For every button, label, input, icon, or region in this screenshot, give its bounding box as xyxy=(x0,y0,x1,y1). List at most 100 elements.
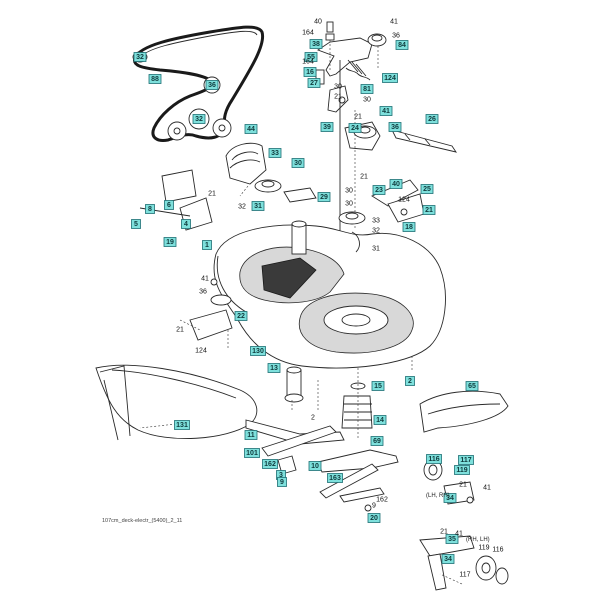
callout-33: 33 xyxy=(372,218,380,225)
callout-box xyxy=(382,73,398,83)
callout-19: 19 xyxy=(163,237,177,247)
callout-box xyxy=(234,311,248,321)
callout-36: 36 xyxy=(199,289,207,296)
callout-10: 10 xyxy=(308,461,322,471)
callout-124: 124 xyxy=(398,197,410,204)
callout-box xyxy=(422,205,436,215)
callout-36: 36 xyxy=(205,80,219,90)
callout-box xyxy=(164,200,174,210)
cutting-deck xyxy=(213,220,446,369)
callout-21: 21 xyxy=(459,482,467,489)
callout-131: 131 xyxy=(174,420,190,430)
callout-label: 32 xyxy=(136,54,144,61)
callout-117: 117 xyxy=(459,572,470,579)
callout-41: 41 xyxy=(201,276,209,283)
callout-box xyxy=(131,219,141,229)
callout-21: 21 xyxy=(208,191,216,198)
callout-30: 30 xyxy=(334,84,342,91)
callout-box xyxy=(291,158,305,168)
callout-box xyxy=(192,114,206,124)
callout-116: 116 xyxy=(426,454,442,464)
callout-88: 88 xyxy=(148,74,162,84)
callout-label: 41 xyxy=(382,108,390,115)
callout-box xyxy=(174,420,190,430)
callout-box xyxy=(202,240,212,250)
callout-163: 163 xyxy=(327,473,343,483)
callout-label: 13 xyxy=(270,365,278,372)
callout-41: 41 xyxy=(455,531,463,538)
callout-label: 21 xyxy=(425,207,433,214)
callout-2: 2 xyxy=(405,376,415,386)
callout-label: 36 xyxy=(391,124,399,131)
callout-box xyxy=(360,84,374,94)
left-bracket xyxy=(139,169,213,231)
spindle-assembly xyxy=(284,366,373,440)
callout-label: 162 xyxy=(264,461,276,468)
callout-69: 69 xyxy=(370,436,384,446)
callout-26: 26 xyxy=(425,114,439,124)
callout-4: 4 xyxy=(181,219,191,229)
callout-15: 15 xyxy=(371,381,385,391)
callout-label: 23 xyxy=(375,187,383,194)
callout-22: 22 xyxy=(234,311,248,321)
callout-label: 27 xyxy=(310,80,318,87)
callout-label: 18 xyxy=(405,224,413,231)
callout-label: 34 xyxy=(444,556,452,563)
callout-box xyxy=(277,477,287,487)
callout-box xyxy=(250,346,266,356)
callout-21: 21 xyxy=(360,174,368,181)
callout-label: 130 xyxy=(252,348,264,355)
callout-41: 41 xyxy=(483,485,491,492)
callout-box xyxy=(244,448,260,458)
callout-41: 41 xyxy=(390,19,398,26)
callout-label: 24 xyxy=(351,125,359,132)
callout-box xyxy=(317,192,331,202)
note-lh-rh: (LH, RH) xyxy=(426,493,450,499)
left-blade xyxy=(245,419,345,457)
callout-21: 21 xyxy=(176,327,184,334)
callout-label: 124 xyxy=(384,75,396,82)
callout-box xyxy=(307,78,321,88)
callout-box xyxy=(371,381,385,391)
callout-box xyxy=(163,237,177,247)
callout-label: 81 xyxy=(363,86,371,93)
callout-5: 5 xyxy=(131,219,141,229)
callout-38: 38 xyxy=(309,39,323,49)
note-rh-lh: (RH, LH) xyxy=(466,537,490,543)
callout-130: 130 xyxy=(250,346,266,356)
callout-162: 162 xyxy=(262,459,278,469)
callout-6: 6 xyxy=(164,200,174,210)
callout-box xyxy=(372,185,386,195)
callout-box xyxy=(303,67,317,77)
callout-27: 27 xyxy=(307,78,321,88)
callout-39: 39 xyxy=(320,122,334,132)
callout-box xyxy=(309,39,323,49)
callout-label: 131 xyxy=(176,422,188,429)
callout-44: 44 xyxy=(244,124,258,134)
callout-box xyxy=(388,122,402,132)
callout-box xyxy=(373,415,387,425)
callout-label: 29 xyxy=(320,194,328,201)
callout-label: 34 xyxy=(446,495,454,502)
callout-box xyxy=(308,461,322,471)
callout-label: 119 xyxy=(456,467,467,474)
callout-box xyxy=(465,381,479,391)
callout-84: 84 xyxy=(395,40,409,50)
callout-18: 18 xyxy=(402,222,416,232)
blade-hardware xyxy=(277,455,385,512)
callout-101: 101 xyxy=(244,448,260,458)
callout-23: 23 xyxy=(372,185,386,195)
callout-29: 29 xyxy=(317,192,331,202)
callout-30: 30 xyxy=(363,97,371,104)
callout-164: 164 xyxy=(302,30,314,37)
callout-34: 34 xyxy=(443,493,457,503)
callout-box xyxy=(181,219,191,229)
callout-label: 15 xyxy=(374,383,382,390)
callout-31: 31 xyxy=(251,201,265,211)
callout-40: 40 xyxy=(389,179,403,189)
callout-25: 25 xyxy=(420,184,434,194)
callout-box xyxy=(267,363,281,373)
callout-65: 65 xyxy=(465,381,479,391)
